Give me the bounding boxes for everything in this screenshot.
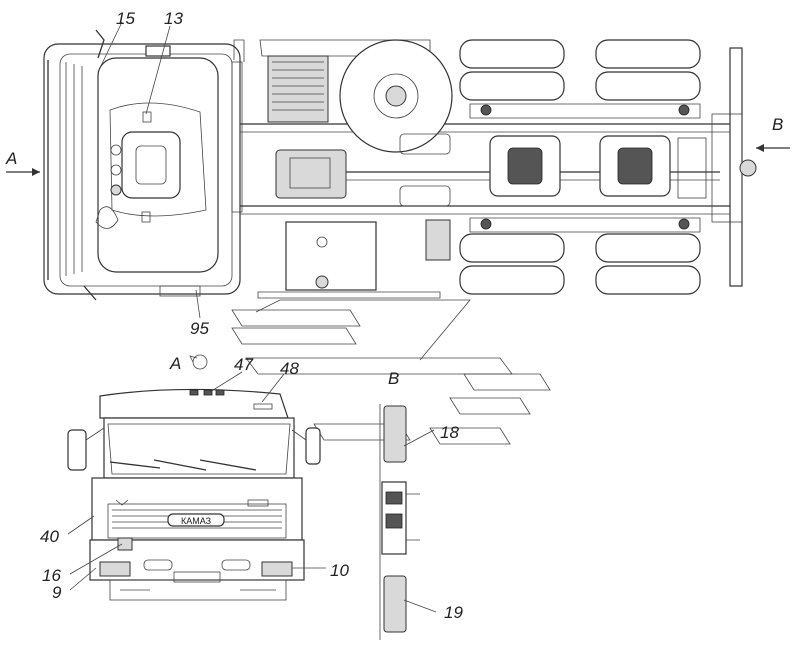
callout-48: 48 (280, 359, 299, 378)
callout-13: 13 (164, 9, 183, 28)
fuel-tank (257, 219, 451, 299)
arrow-b-label: B (772, 115, 783, 134)
view-b-mudflaps (379, 404, 437, 640)
badge-text: КАМАЗ (181, 516, 211, 526)
view-b-title: B (388, 369, 399, 388)
view-a-title: A (169, 354, 181, 373)
rear-wheels (459, 39, 701, 295)
callout-40: 40 (40, 527, 59, 546)
callout-19: 19 (444, 603, 463, 622)
callout-10: 10 (330, 561, 349, 580)
chassis-top-view (6, 21, 790, 319)
callout-15: 15 (116, 9, 135, 28)
callout-47: 47 (234, 355, 253, 374)
view-arrow-b (756, 144, 790, 152)
cab-front-view: КАМАЗ (67, 371, 326, 601)
kamaz-badge (167, 513, 225, 527)
arrow-a-label: A (5, 149, 17, 168)
frame-rails (240, 39, 757, 287)
view-arrow-a (6, 168, 40, 176)
cab-top (43, 29, 245, 301)
mudflap-section-projection (231, 299, 551, 445)
callout-16: 16 (42, 566, 61, 585)
callout-9: 9 (52, 583, 62, 602)
rotation-mark (189, 354, 208, 370)
callout-95: 95 (190, 319, 209, 338)
callout-18: 18 (440, 423, 459, 442)
